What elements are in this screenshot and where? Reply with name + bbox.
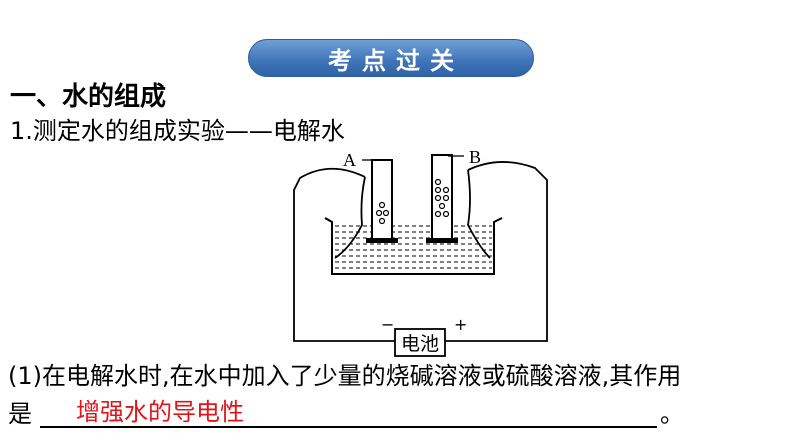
question-suffix: 。: [660, 400, 684, 428]
label-a: A: [343, 150, 356, 170]
battery-label: 电池: [401, 333, 439, 355]
item-title: 1.测定水的组成实验——电解水: [10, 117, 345, 145]
test-tube-a: [366, 159, 398, 243]
label-b: B: [469, 147, 481, 167]
answer-blank: [40, 426, 657, 428]
positive-terminal: +: [454, 315, 467, 334]
answer-text: 增强水的导电性: [76, 398, 244, 426]
beaker: [324, 217, 503, 275]
section-banner: 考点过关: [248, 39, 534, 77]
question-text: (1)在电解水时,在水中加入了少量的烧碱溶液或硫酸溶液,其作用: [8, 362, 682, 390]
negative-terminal: −: [381, 315, 394, 334]
circuit-wires: [293, 161, 548, 342]
question-prefix: 是: [8, 400, 32, 428]
battery: 电池: [394, 328, 446, 357]
test-tube-b: [426, 154, 458, 243]
section-heading: 一、水的组成: [10, 82, 167, 112]
